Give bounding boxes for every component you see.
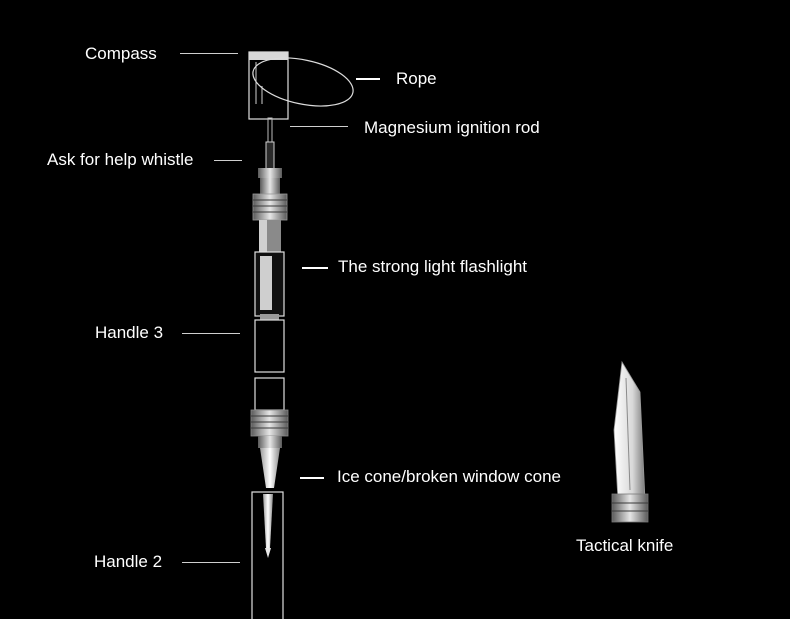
magnesium-rod-part bbox=[265, 117, 275, 171]
ice-cone-label: Ice cone/broken window cone bbox=[337, 467, 561, 486]
handle-3-part bbox=[250, 319, 289, 448]
tactical-knife-label: Tactical knife bbox=[576, 536, 674, 555]
flashlight-leader-line bbox=[302, 267, 328, 269]
compass-label: Compass bbox=[85, 44, 157, 63]
handle-2-part bbox=[251, 491, 284, 619]
handle-3-leader-line bbox=[182, 333, 240, 334]
rope-label: Rope bbox=[396, 69, 437, 88]
rope-part bbox=[252, 57, 354, 107]
whistle-leader-line bbox=[214, 160, 242, 161]
ice-cone-leader-line bbox=[300, 477, 324, 479]
flashlight-part bbox=[254, 251, 285, 321]
rope-leader-line bbox=[356, 78, 380, 80]
handle-2-leader-line bbox=[182, 562, 240, 563]
magnesium-rod-label: Magnesium ignition rod bbox=[364, 118, 540, 137]
compass-leader-line bbox=[180, 53, 238, 54]
handle-2-label: Handle 2 bbox=[94, 552, 163, 571]
magnesium-rod-leader-line bbox=[290, 126, 348, 127]
compass-part bbox=[248, 51, 289, 120]
flashlight-label: The strong light flashlight bbox=[338, 257, 527, 276]
tactical-knife-part bbox=[611, 360, 649, 523]
whistle-part bbox=[252, 168, 288, 252]
ice-cone-part bbox=[260, 448, 280, 488]
whistle-label: Ask for help whistle bbox=[47, 150, 194, 169]
handle-3-label: Handle 3 bbox=[95, 323, 164, 342]
